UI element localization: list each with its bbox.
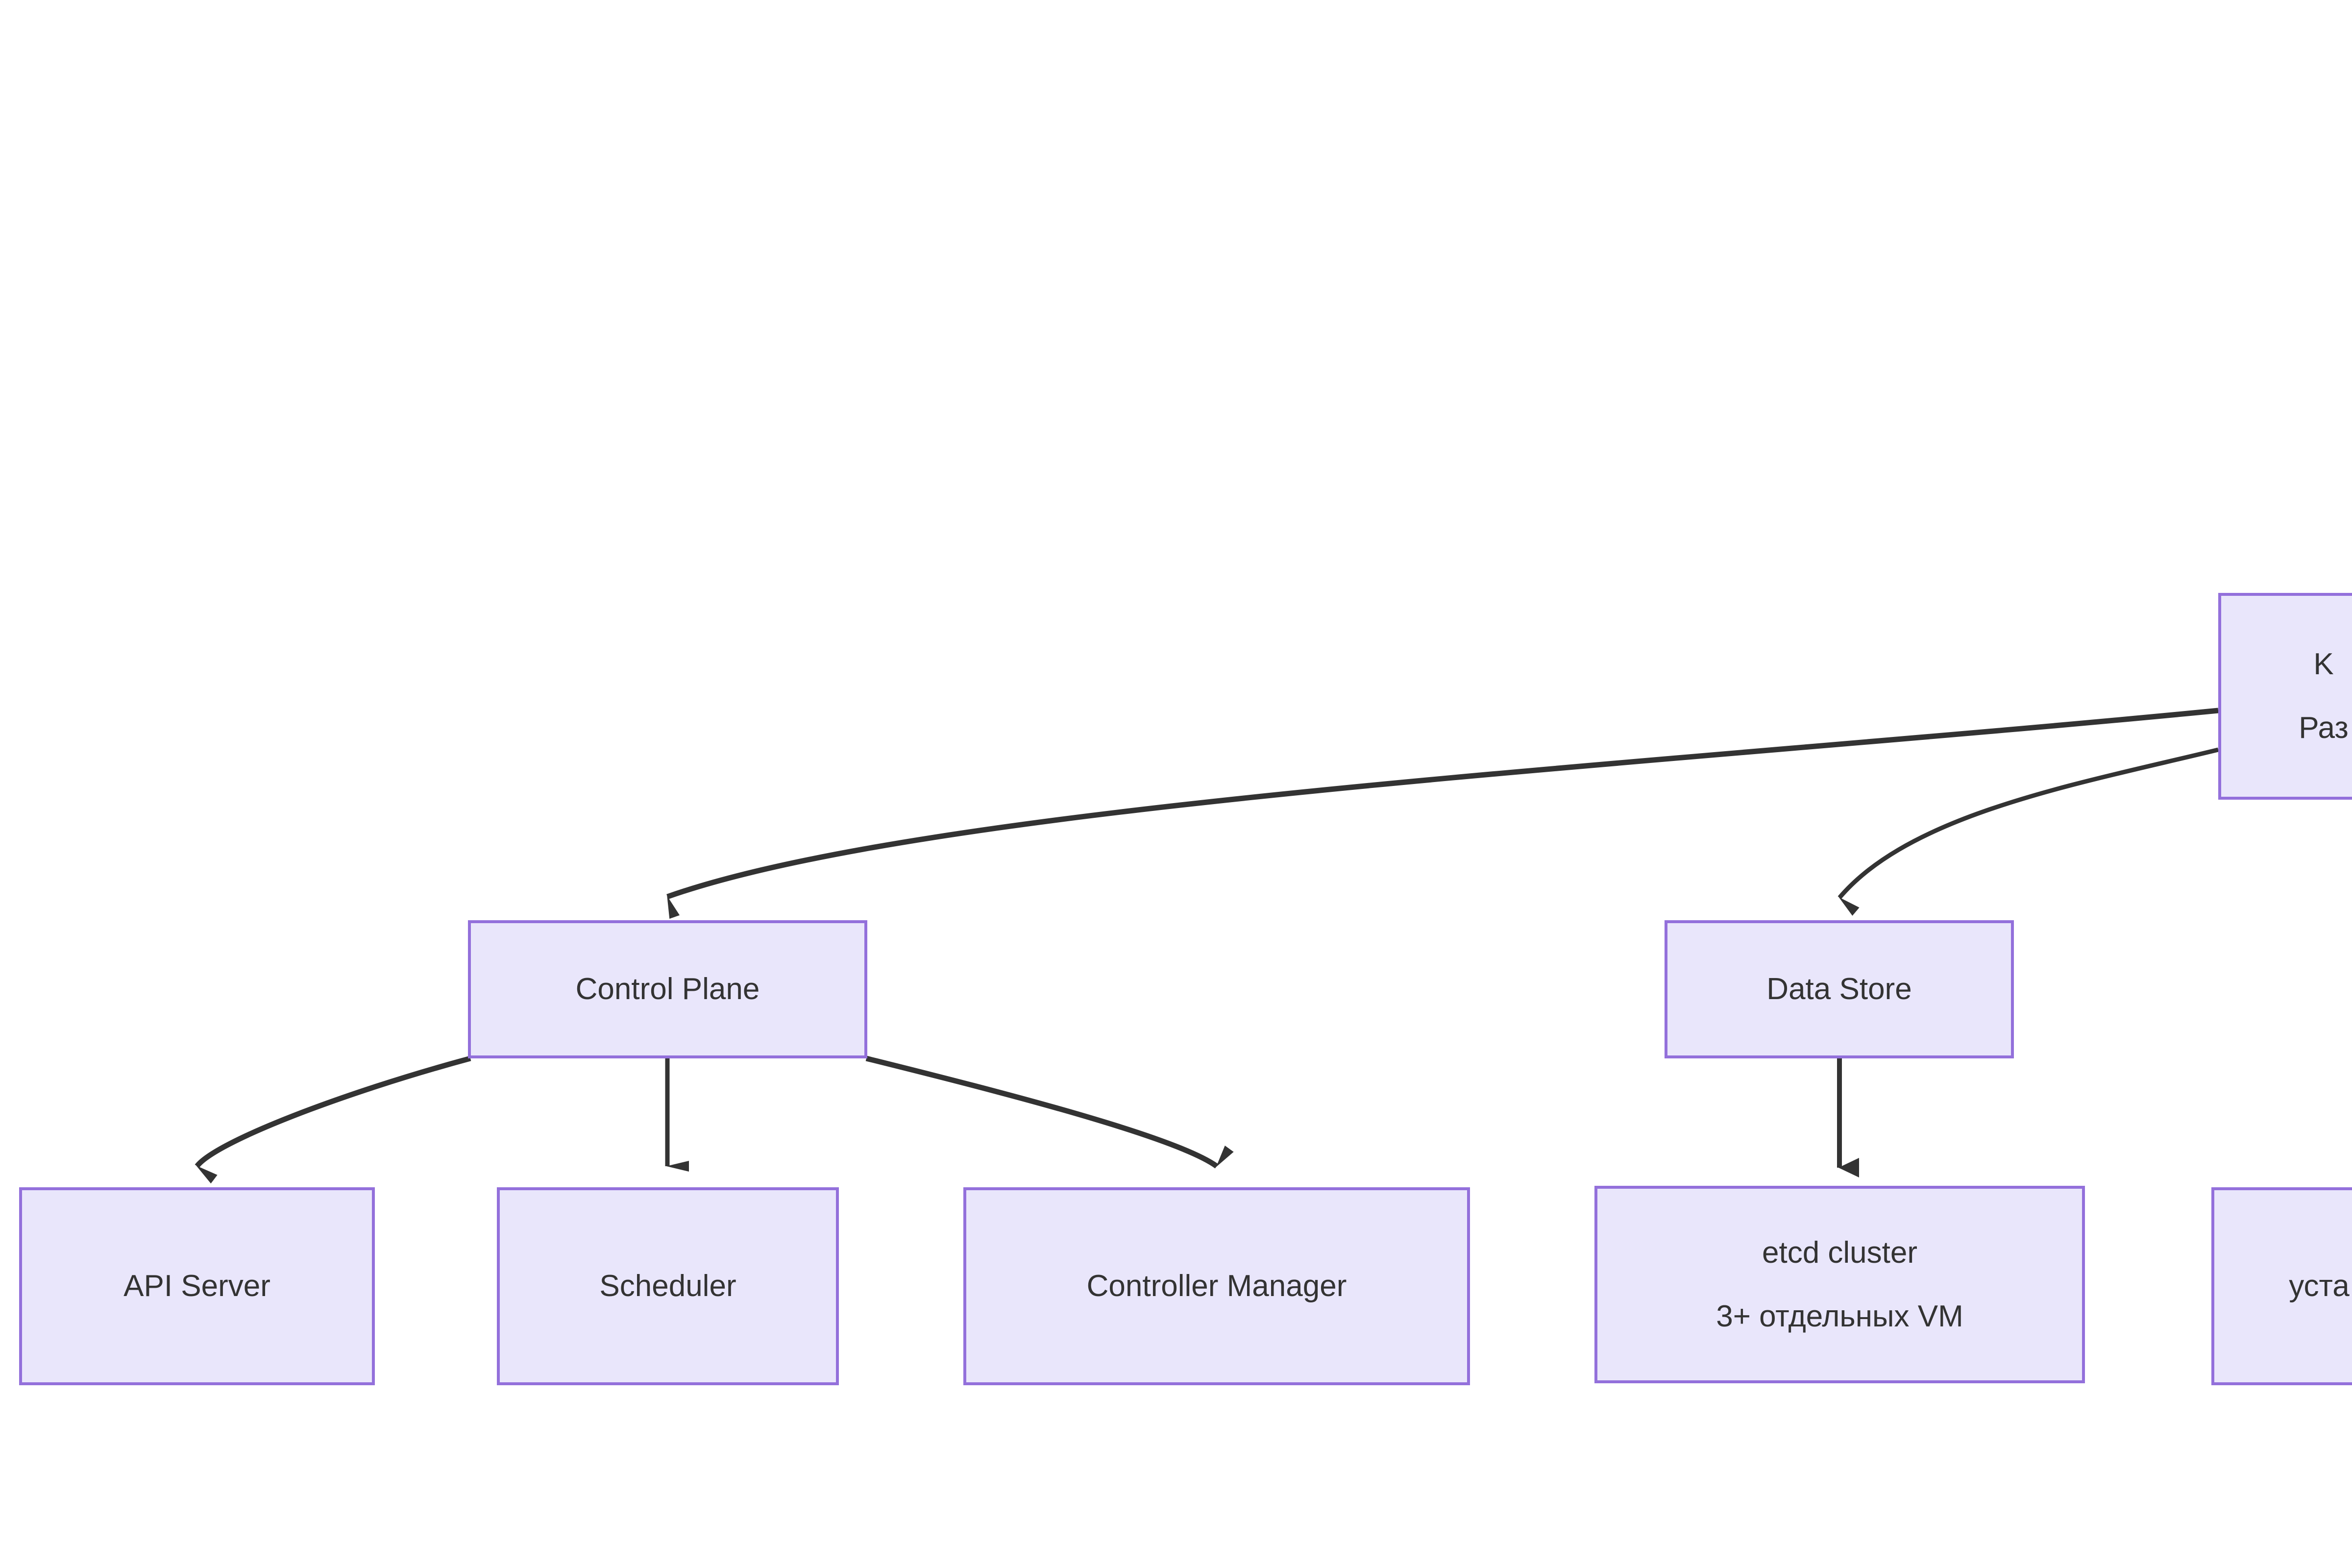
node-install[interactable]: уста [2211, 1187, 2352, 1385]
edge-control-plane-to-controller-manager [865, 1055, 1234, 1169]
node-control-plane-label: Control Plane [575, 972, 760, 1006]
node-control-plane[interactable]: Control Plane [468, 920, 867, 1058]
node-controller-manager-label: Controller Manager [1086, 1269, 1347, 1303]
node-kubernetes-ha-root-line-2: Раз [2299, 711, 2349, 745]
edge-root-to-control-plane [666, 708, 2219, 919]
node-api-server-label: API Server [123, 1269, 270, 1303]
node-kubernetes-ha-root[interactable]: K Раз [2218, 593, 2352, 800]
node-etcd-cluster[interactable]: etcd cluster 3+ отдельных VM [1594, 1186, 2085, 1383]
node-scheduler-label: Scheduler [599, 1269, 736, 1303]
node-kubernetes-ha-root-line-1: K [2313, 647, 2334, 681]
node-data-store[interactable]: Data Store [1665, 920, 2014, 1058]
node-scheduler[interactable]: Scheduler [497, 1187, 839, 1385]
node-install-label: уста [2289, 1269, 2350, 1303]
node-data-store-label: Data Store [1766, 972, 1912, 1006]
edge-root-to-data-store [1838, 747, 2219, 916]
node-api-server[interactable]: API Server [19, 1187, 375, 1385]
node-etcd-cluster-line-2: 3+ отдельных VM [1716, 1299, 1963, 1333]
node-controller-manager[interactable]: Controller Manager [963, 1187, 1470, 1385]
edge-control-plane-to-api-server [195, 1055, 471, 1184]
node-etcd-cluster-line-1: etcd cluster [1762, 1235, 1918, 1270]
